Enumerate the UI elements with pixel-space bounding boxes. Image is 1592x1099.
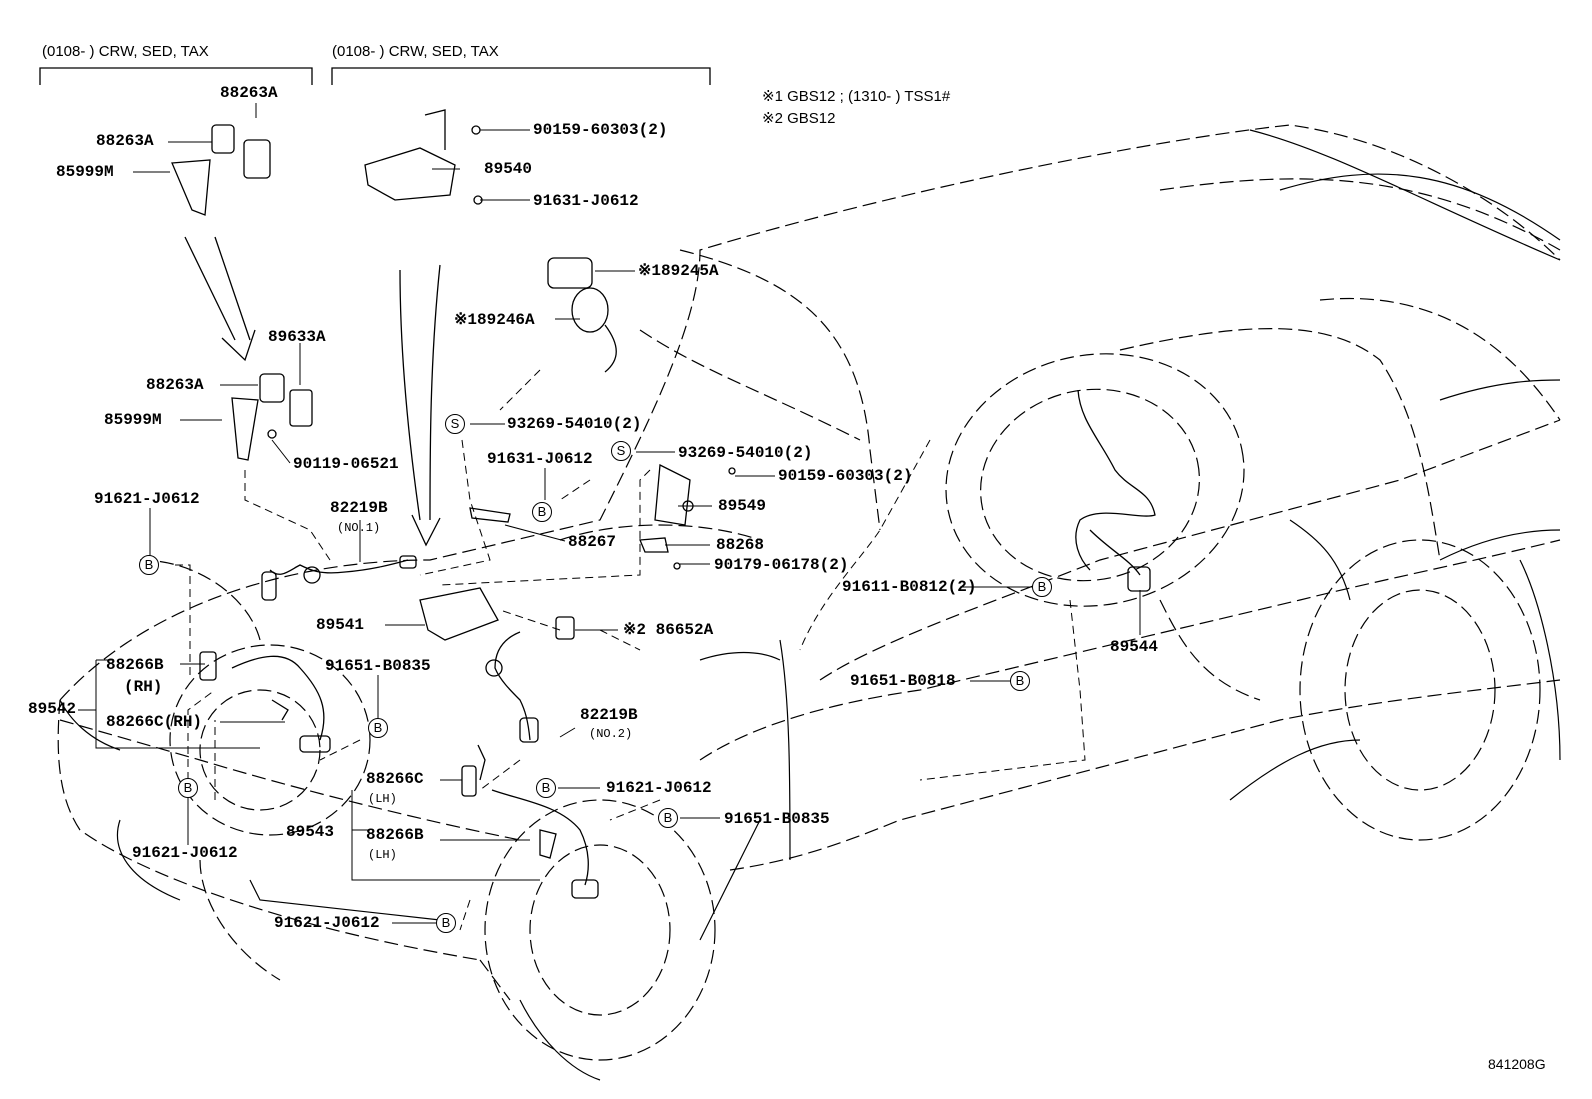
marker-b-1: B [532,502,552,522]
part-label-88266b-lh: 88266B [366,826,424,844]
note-1: ※1 GBS12 ; (1310- ) TSS1# [762,88,951,105]
part-label-88268: 88268 [716,536,765,554]
center-header-bracket [331,67,711,85]
marker-b-9: B [436,913,456,933]
marker-b-5: B [368,718,388,738]
marker-s-1: S [445,414,465,434]
part-label-88266c-lh: 88266C [366,770,424,788]
pointer-arrows [184,236,441,547]
part-label-91621-c: 91621-J0612 [132,844,238,862]
part-label-91651-a: 91651-B0835 [325,657,431,675]
header-left: (0108- ) CRW, SED, TAX [42,43,209,60]
header-center: (0108- ) CRW, SED, TAX [332,43,499,60]
part-label-89541: 89541 [316,616,365,634]
part-label-91631-a: 91631-J0612 [533,192,639,210]
part-label-89544: 89544 [1110,638,1159,656]
part-label-88266b-rh: 88266B [106,656,164,674]
part-label-89540: 89540 [484,160,533,178]
part-label-82219b-1: 82219B [330,499,388,517]
part-label-89543: 89543 [286,823,335,841]
marker-b-3: B [1032,577,1052,597]
part-label-91621-a: 91621-J0612 [94,490,200,508]
marker-b-6: B [536,778,556,798]
part-label-91631-b: 91631-J0612 [487,450,593,468]
part-sketches [171,109,1156,899]
marker-b-7: B [178,778,198,798]
part-label-88266c-lh-side: (LH) [368,792,397,806]
dashed-connections [175,369,1086,931]
part-label-82219b-1-note: (NO.1) [337,521,381,535]
car-body-edges [59,129,1561,1081]
part-label-89542: 89542 [28,700,77,718]
part-label-85999m-low: 85999M [104,411,162,429]
part-label-89245a: ※189245A [638,262,719,280]
part-label-89549: 89549 [718,497,767,515]
marker-b-8: B [658,808,678,828]
part-label-90179: 90179-06178(2) [714,556,849,574]
part-label-82219b-2-note: (NO.2) [589,727,633,741]
part-label-88266b-rh-side: (RH) [124,678,163,696]
part-label-88263a-mid: 88263A [96,132,154,150]
part-label-86652a: ※2 86652A [623,621,714,639]
part-label-82219b-2: 82219B [580,706,638,724]
part-label-89246a: ※189246A [454,311,535,329]
part-label-91621-b: 91621-J0612 [606,779,712,797]
part-label-91611: 91611-B0812(2) [842,578,977,596]
marker-b-2: B [139,555,159,575]
part-label-88266b-lh-side: (LH) [368,848,397,862]
left-header-bracket [39,67,313,85]
diagram-code: 841208G [1488,1056,1546,1072]
part-label-93269-a: 93269-54010(2) [507,415,642,433]
marker-b-4: B [1010,671,1030,691]
car-wheels [169,353,1541,1061]
note-2: ※2 GBS12 [762,110,836,127]
part-label-89633a: 89633A [268,328,326,346]
part-label-91621-d: 91621-J0612 [274,914,380,932]
part-label-88263a-top: 88263A [220,84,278,102]
leader-lines [78,103,1141,924]
part-label-88267: 88267 [568,533,617,551]
part-label-91651-c: 91651-B0835 [724,810,830,828]
part-label-93269-b: 93269-54010(2) [678,444,813,462]
part-label-90159-b: 90159-60303(2) [778,467,913,485]
part-label-91651-b: 91651-B0818 [850,672,956,690]
part-label-90119: 90119-06521 [293,455,399,473]
part-label-88266c-rh: 88266C(RH) [106,713,203,731]
part-label-88263a-low: 88263A [146,376,204,394]
part-label-90159-a: 90159-60303(2) [533,121,668,139]
part-label-85999m-top: 85999M [56,163,114,181]
marker-s-2: S [611,441,631,461]
